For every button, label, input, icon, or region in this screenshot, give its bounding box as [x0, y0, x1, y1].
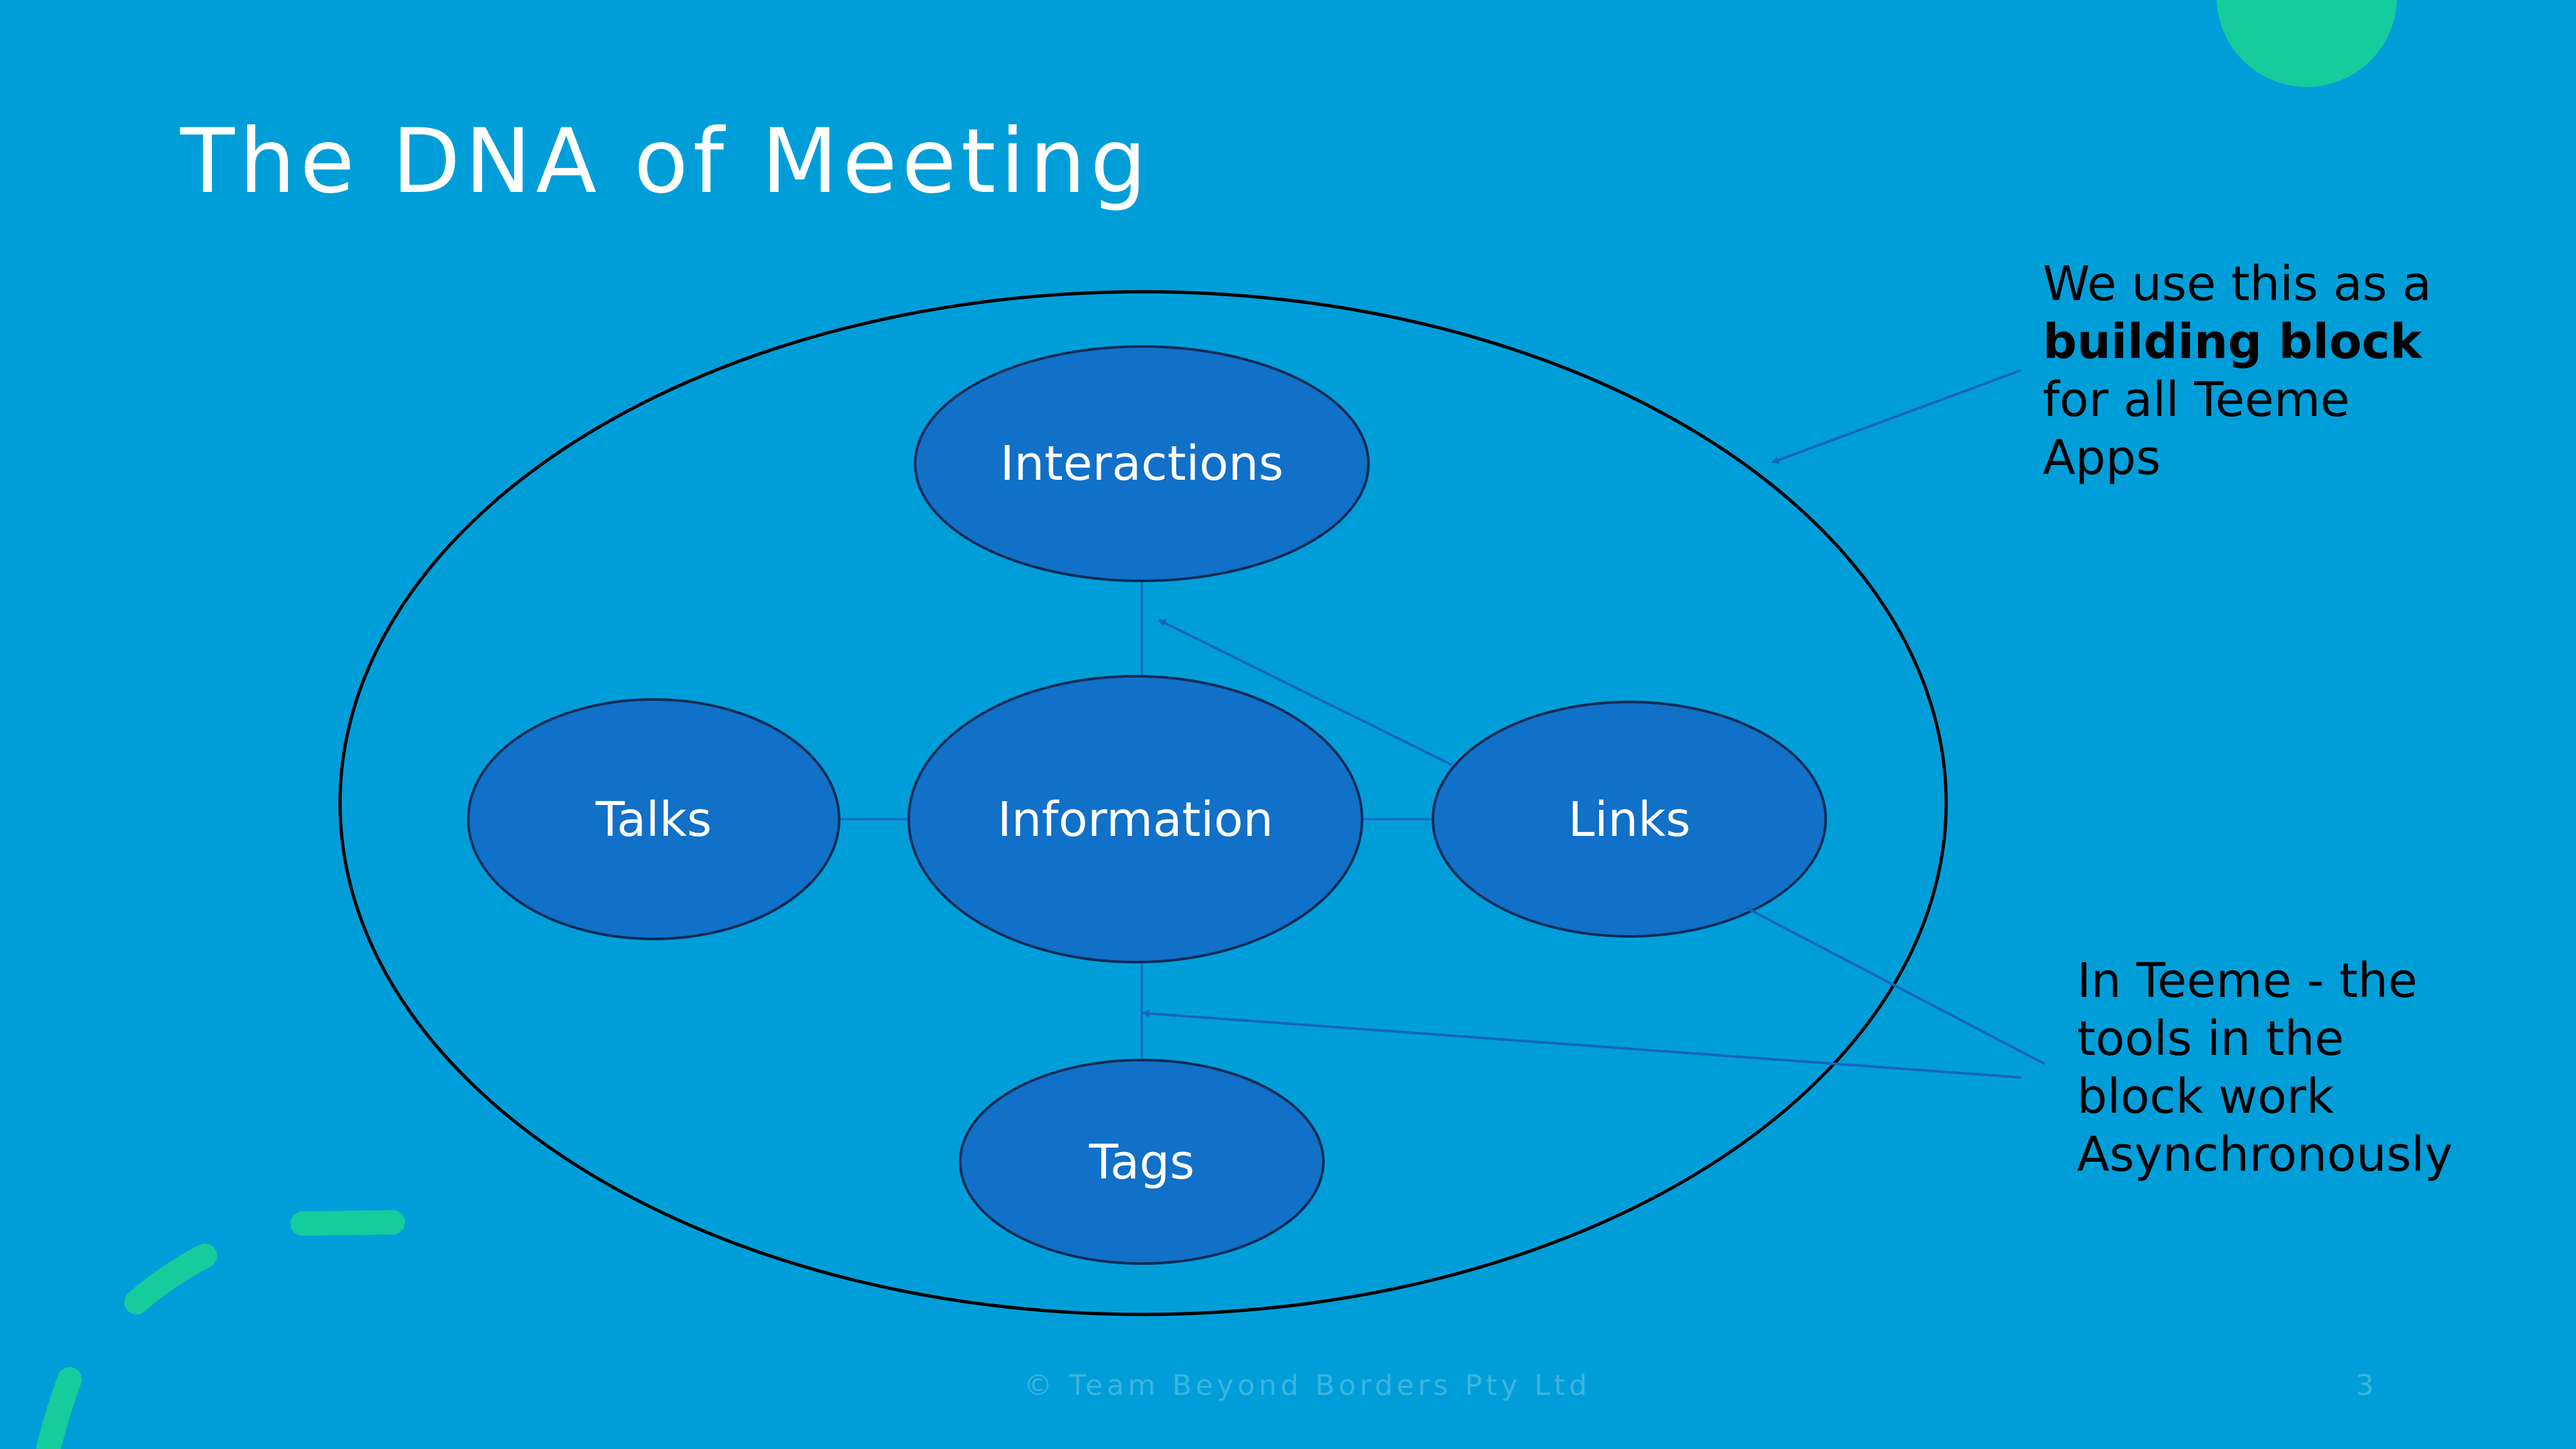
slide-title: The DNA of Meeting	[180, 109, 1151, 213]
node-interactions: Interactions	[914, 345, 1370, 582]
node-information: Information	[907, 675, 1363, 963]
green-dash-decoration	[36, 1367, 82, 1449]
node-links: Links	[1432, 701, 1827, 938]
callout-line-bold: building block	[2043, 314, 2422, 370]
green-circle-decoration	[2217, 0, 2397, 87]
callout-line: Apps	[2043, 430, 2161, 486]
node-tags: Tags	[959, 1059, 1325, 1265]
arrow-to-building-block	[1771, 369, 2022, 464]
arrow-links-to-interactions	[1158, 619, 1453, 766]
node-label: Information	[998, 792, 1273, 848]
arrow-from-links	[1746, 907, 2045, 1065]
callout-asynchronous: In Teeme - the tools in the block work A…	[2077, 952, 2453, 1184]
callout-line: for all Teeme	[2043, 372, 2350, 428]
callout-line: We use this as a	[2043, 256, 2432, 312]
callout-line: Asynchronously	[2077, 1127, 2453, 1182]
arrow-to-tags-connector	[1142, 1009, 2022, 1079]
callout-arrows	[1142, 369, 2045, 1079]
page-number: 3	[2356, 1369, 2374, 1402]
building-block-ellipse	[338, 290, 1948, 1316]
connectors	[839, 581, 1433, 1059]
callout-line: block work	[2077, 1069, 2334, 1124]
callout-building-block: We use this as a building block for all …	[2043, 255, 2432, 487]
footer-copyright: © Team Beyond Borders Pty Ltd	[1024, 1369, 1591, 1402]
node-label: Tags	[1088, 1135, 1195, 1190]
node-label: Talks	[595, 792, 712, 848]
green-dash-decoration	[290, 1210, 405, 1236]
node-label: Interactions	[1000, 436, 1283, 491]
callout-line: tools in the	[2077, 1011, 2344, 1066]
node-talks: Talks	[467, 698, 840, 940]
callout-line: In Teeme - the	[2077, 953, 2418, 1009]
node-label: Links	[1568, 792, 1690, 848]
green-dash-decoration	[124, 1244, 217, 1314]
